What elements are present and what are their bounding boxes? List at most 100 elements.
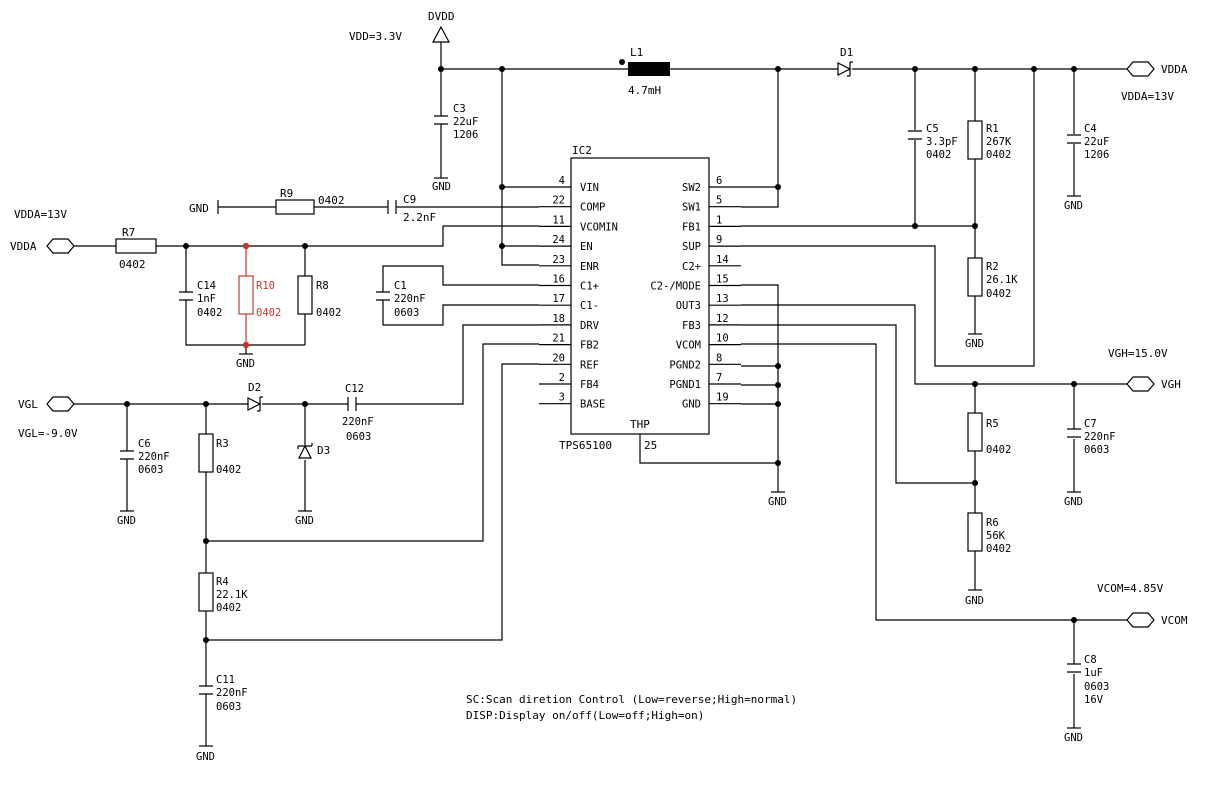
c3-plates — [434, 115, 448, 125]
junction-dot — [972, 381, 978, 387]
pin-number: 18 — [552, 313, 565, 325]
capacitor-c5: C5 3.3pF 0402 — [908, 123, 958, 161]
pin-number: 10 — [716, 333, 729, 345]
ic2-body — [570, 157, 710, 435]
diode-d3: D3 — [297, 443, 330, 459]
pin-number: 14 — [716, 254, 729, 266]
d2-ref: D2 — [248, 381, 261, 394]
dvdd-arrow-icon — [432, 25, 450, 43]
c5-plates — [908, 130, 922, 140]
pin-number: 11 — [552, 214, 565, 226]
l1-value: 4.7mH — [628, 84, 661, 97]
wire-vin-en — [501, 69, 539, 266]
pin-name: VIN — [580, 182, 599, 194]
ic2-part: TPS65100 — [559, 439, 612, 452]
r6-pkg: 0402 — [986, 543, 1011, 555]
c11-plates — [199, 685, 213, 695]
junction-dot — [203, 637, 209, 643]
wire-c12-drv — [356, 324, 539, 405]
diode-d2: D2 — [247, 381, 263, 412]
vdda-out-label: VDDA — [1161, 63, 1188, 76]
vcom-note: VCOM=4.85V — [1097, 582, 1164, 595]
resistor-r1: R1 267K 0402 — [967, 120, 1012, 161]
gnd-label: GND — [1064, 732, 1083, 744]
r1-body — [967, 120, 983, 160]
junction-dot — [775, 382, 781, 388]
pin-name: GND — [682, 399, 701, 411]
wire-c1plus — [382, 265, 539, 292]
pin-number: 9 — [716, 234, 722, 246]
gnd-r9: GND — [189, 202, 209, 215]
wire-vcom — [741, 343, 1127, 621]
gnd-label: GND — [965, 338, 984, 350]
pin-number: 8 — [716, 352, 722, 364]
r5-body — [967, 412, 983, 452]
vcom-label: VCOM — [1161, 614, 1188, 627]
wire-thp — [639, 434, 778, 464]
pin-number: 5 — [716, 195, 722, 207]
r2-body — [967, 257, 983, 297]
r7-ref: R7 — [122, 226, 135, 239]
capacitor-c3: C3 22uF 1206 — [434, 103, 478, 141]
c6-value: 220nF — [138, 451, 170, 463]
wire-c14-b — [185, 300, 305, 346]
c7-pkg: 0603 — [1084, 444, 1109, 456]
c6-pkg: 0603 — [138, 464, 163, 476]
c12-value: 220nF — [342, 416, 374, 428]
pin-number: 6 — [716, 175, 722, 187]
pin-number: 12 — [716, 313, 729, 325]
wire-gnd-bus — [741, 284, 779, 492]
c3-value: 22uF — [453, 116, 478, 128]
gnd-label: GND — [432, 181, 451, 193]
d3-body — [297, 443, 313, 459]
ic2-right-pins: 6SW25SW11FB19SUP14C2+15C2-/MODE13OUT312F… — [650, 175, 741, 411]
resistor-r4: R4 22.1K 0402 — [198, 572, 248, 614]
junctions — [124, 66, 1077, 643]
r3-pkg: 0402 — [216, 464, 241, 476]
wires — [74, 42, 1127, 746]
ic2-thp-pin: 25 — [644, 439, 657, 452]
note-sc: SC:Scan diretion Control (Low=reverse;Hi… — [466, 693, 797, 706]
junction-dot — [1071, 381, 1077, 387]
c7-ref: C7 — [1084, 418, 1097, 430]
r2-pkg: 0402 — [986, 288, 1011, 300]
vdda-in-label: VDDA — [10, 240, 37, 253]
c14-plates — [179, 291, 193, 301]
gnd-c11: GND — [196, 745, 215, 763]
r1-ref: R1 — [986, 123, 999, 135]
r5-ref: R5 — [986, 418, 999, 430]
junction-dot — [203, 401, 209, 407]
r4-value: 22.1K — [216, 589, 248, 601]
d1-body — [837, 61, 853, 77]
capacitor-c12: C12 220nF 0603 — [342, 383, 374, 443]
gnd-label: GND — [236, 358, 255, 370]
junction-dot — [775, 66, 781, 72]
vgh-label: VGH — [1161, 378, 1181, 391]
gnd-c14: GND — [236, 353, 255, 370]
pin-number: 13 — [716, 293, 729, 305]
pin-name: BASE — [580, 399, 605, 411]
l1-body — [628, 62, 670, 76]
r8-pkg: 0402 — [316, 307, 341, 319]
vdda-in-port: VDDA VDDA=13V — [10, 208, 75, 254]
pin-number: 15 — [716, 274, 729, 286]
l1-ref: L1 — [630, 46, 643, 59]
pin-number: 16 — [552, 274, 565, 286]
capacitor-c7: C7 220nF 0603 — [1067, 418, 1116, 456]
junction-dot — [775, 363, 781, 369]
junction-dot — [1031, 66, 1037, 72]
vdda-out-port: VDDA VDDA=13V — [1121, 61, 1188, 103]
ground-symbols: GND GND GND GND GND GND GND GND — [117, 177, 1083, 763]
